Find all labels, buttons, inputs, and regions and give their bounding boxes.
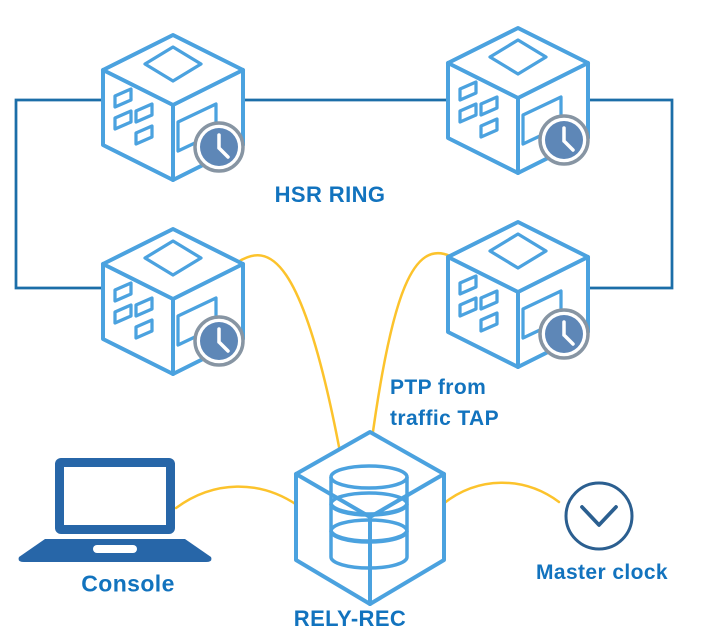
- rely-rec-node: [294, 430, 446, 606]
- ptp-clock-icon: [538, 114, 590, 166]
- tap-link-bottom-right-switch: [369, 251, 452, 448]
- hsr-switch-top-right: [446, 26, 590, 175]
- laptop-screen: [64, 467, 166, 525]
- hsr-switch-bottom-left: [101, 227, 245, 376]
- hsr-switch-top-left: [101, 33, 245, 182]
- master-clock-icon: [564, 481, 634, 551]
- rely-rec-label: RELY-REC: [293, 606, 407, 631]
- master-clock-label: Master clock: [535, 561, 669, 584]
- tap-link-console: [174, 485, 299, 510]
- ptp-tap-label-line1: PTP from: [390, 376, 487, 399]
- console-laptop-icon: [18, 458, 212, 562]
- laptop-touchpad: [93, 545, 137, 553]
- ptp-clock-icon: [193, 121, 245, 173]
- master-clock-circle: [564, 481, 634, 551]
- hsr-switch-bottom-right: [446, 220, 590, 369]
- ptp-tap-label-line2: traffic TAP: [390, 407, 500, 430]
- ptp-clock-icon: [538, 308, 590, 360]
- checkmark-icon: [580, 505, 618, 527]
- rely-rec-cube-front-edges: [294, 472, 446, 606]
- tap-link-bottom-left-switch: [236, 254, 342, 454]
- ptp-clock-icon: [193, 315, 245, 367]
- ptp-tap-label: PTP from traffic TAP: [390, 372, 499, 434]
- tap-link-master-clock: [441, 481, 561, 506]
- hsr-ring-label: HSR RING: [274, 182, 386, 207]
- console-label: Console: [81, 570, 175, 597]
- hsr-ring-link: [14, 98, 674, 290]
